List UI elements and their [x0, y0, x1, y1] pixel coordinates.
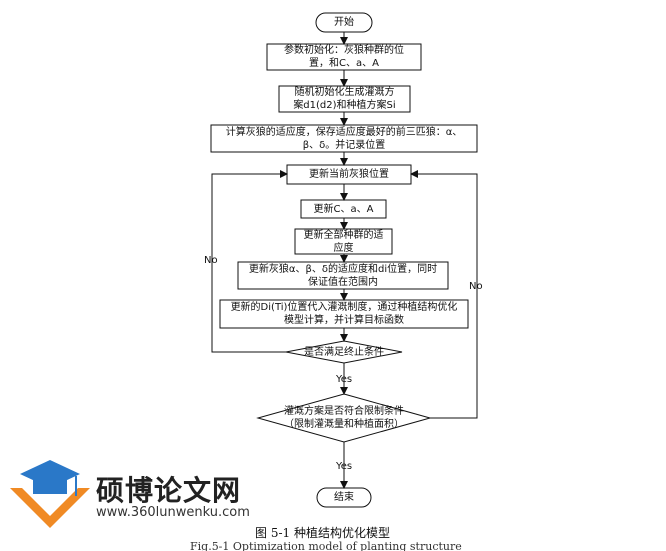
update-di-box [219, 299, 469, 329]
end-label: 结束 [334, 492, 354, 503]
watermark-brand: 硕博论文网 [96, 474, 242, 507]
yes-label-1: Yes [336, 374, 353, 385]
loop-no-right [410, 170, 478, 419]
init-params-line-2: 置，和C、a、A [309, 58, 379, 69]
watermark-logo-icon [10, 460, 90, 528]
start-label: 开始 [334, 17, 354, 28]
update-all-fitness-line-2: 应度 [333, 242, 354, 254]
figure-caption: 图 5-1 种植结构优化模型 [255, 526, 390, 540]
random-init-line-1: 随机初始化生成灌溉方 [294, 87, 395, 98]
update-di-text: 更新的Di(Ti)位置代入灌溉制度，通过种植结构优化 模型计算，并计算目标函数 [220, 300, 468, 328]
update-wolves-line-2: 保证值在范围内 [308, 276, 378, 288]
init-params-box [266, 43, 422, 71]
fitness-line-1: 计算灰狼的适应度，保存适应度最好的前三匹狼：α、 [225, 126, 463, 138]
update-wolves-text: 更新灰狼α、β、δ的适应度和di位置，同时 保证值在范围内 [238, 262, 448, 289]
loop-no-left [211, 170, 288, 353]
constraint-text: 灌溉方案是否符合限制条件 （限制灌溉量和种植面积） [268, 405, 420, 431]
no-label-left: No [204, 255, 218, 266]
no-label-right: No [469, 281, 483, 292]
init-params-line-1: 参数初始化：灰狼种群的位 [284, 45, 404, 56]
update-all-fitness-line-1: 更新全部种群的适 [303, 229, 384, 241]
fitness-line-2: β、δ。并记录位置 [302, 139, 386, 151]
fitness-box [210, 124, 478, 153]
update-position-label: 更新当前灰狼位置 [309, 169, 389, 180]
update-c-a-label: 更新C、a、A [313, 203, 374, 215]
update-di-line-1: 更新的Di(Ti)位置代入灌溉制度，通过种植结构优化 [230, 302, 458, 313]
fitness-text: 计算灰狼的适应度，保存适应度最好的前三匹狼：α、 β、δ。并记录位置 [211, 125, 477, 152]
random-init-line-2: 案d1(d2)和种植方案Si [293, 100, 396, 111]
update-di-line-2: 模型计算，并计算目标函数 [284, 315, 404, 326]
figure-caption-english: Fig.5-1 Optimization model of planting s… [190, 540, 462, 551]
constraint-line-1: 灌溉方案是否符合限制条件 [284, 406, 404, 417]
update-wolves-line-1: 更新灰狼α、β、δ的适应度和di位置，同时 [248, 263, 438, 275]
random-init-text: 随机初始化生成灌溉方 案d1(d2)和种植方案Si [279, 86, 410, 112]
watermark-url: www.360lunwenku.com [96, 505, 250, 520]
init-params-text: 参数初始化：灰狼种群的位 置，和C、a、A [267, 44, 421, 70]
termination-label: 是否满足终止条件 [304, 346, 384, 358]
constraint-line-2: （限制灌溉量和种植面积） [284, 419, 404, 430]
yes-label-2: Yes [336, 461, 353, 472]
update-all-fitness-text: 更新全部种群的适 应度 [295, 229, 392, 254]
